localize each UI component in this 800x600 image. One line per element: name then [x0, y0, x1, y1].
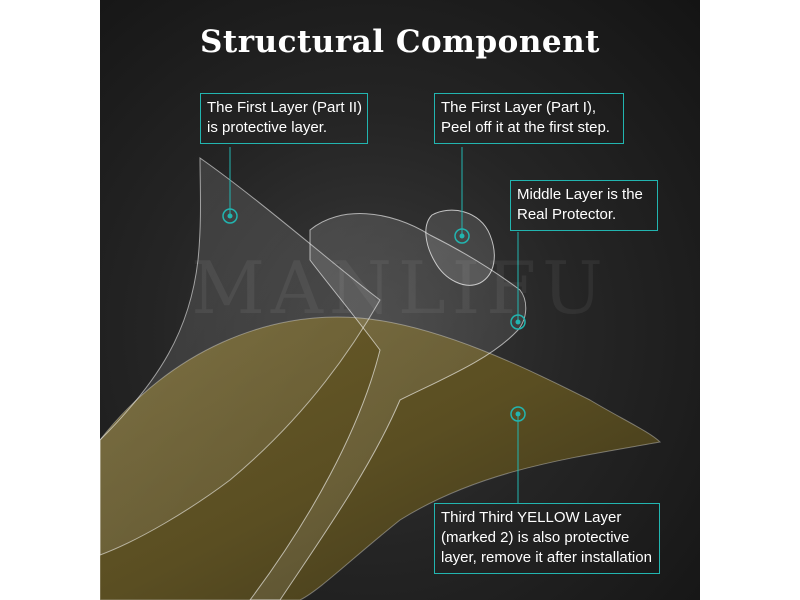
callout-line: The First Layer (Part II)	[207, 99, 363, 116]
marker-dot-part2	[222, 208, 238, 224]
callout-line: Middle Layer is the	[517, 186, 643, 203]
marker-dot-part1	[454, 228, 470, 244]
callout-first-layer-part2: The First Layer (Part II) is protective …	[200, 93, 368, 144]
watermark: MANLIFU	[191, 246, 609, 330]
callout-line: Real Protector.	[517, 206, 617, 223]
callout-third-yellow-layer: Third Third YELLOW Layer (marked 2) is a…	[434, 503, 660, 574]
callout-middle-layer: Middle Layer is the Real Protector.	[510, 180, 658, 231]
layer-illustration	[100, 147, 662, 600]
page-title: Structural Component	[200, 24, 600, 60]
product-image: MANLIFU Structural Component The First L…	[100, 0, 700, 600]
first-layer-part1-shape	[425, 209, 495, 286]
marker-dot-middle	[510, 314, 526, 330]
middle-layer-shape	[249, 213, 527, 600]
callout-first-layer-part1: The First Layer (Part I), Peel off it at…	[434, 93, 624, 144]
callout-line: (marked 2) is also protective	[441, 529, 630, 546]
callout-line: is protective layer.	[207, 119, 328, 136]
callout-line: Third Third YELLOW Layer	[441, 509, 622, 526]
marker-dot-yellow	[510, 406, 526, 422]
callout-line: layer, remove it after installation	[441, 549, 652, 566]
callout-line: The First Layer (Part I),	[441, 99, 597, 116]
callout-line: Peel off it at the first step.	[441, 119, 610, 136]
